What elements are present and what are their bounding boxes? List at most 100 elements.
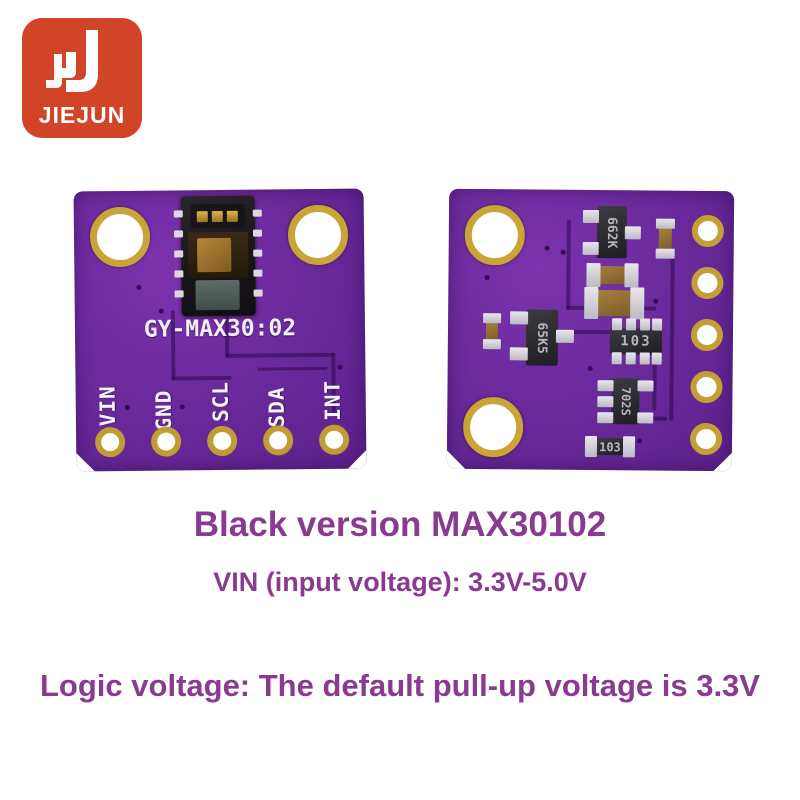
- brand-logo: JIEJUN: [22, 18, 142, 138]
- smd-terminal: [584, 435, 598, 458]
- mounting-hole: [462, 396, 524, 458]
- pin-label-sda: SDA: [264, 386, 290, 428]
- smd-terminal: [625, 318, 637, 331]
- pcb-via: [337, 364, 343, 370]
- caption-logic-voltage: Logic voltage: The default pull-up volta…: [40, 668, 760, 703]
- mounting-hole: [287, 204, 349, 266]
- led-die: [226, 210, 238, 222]
- component-65k5: 65K5: [525, 309, 559, 366]
- pin-label-int: INT: [320, 379, 345, 421]
- component-marking-65k5: 65K5: [534, 321, 550, 354]
- pcb-back-surface: 662K 65K5 103: [446, 189, 735, 472]
- smd-terminal: [482, 339, 501, 350]
- pcb-via: [637, 438, 643, 444]
- ic-lead: [173, 210, 183, 218]
- through-hole-pad-gnd: [691, 266, 724, 300]
- smd-terminal: [625, 352, 636, 365]
- smd-terminal: [624, 226, 641, 240]
- through-hole-pad-vin: [95, 427, 126, 458]
- ic-lead: [174, 250, 184, 258]
- photodetector-window: [195, 279, 240, 311]
- pin-label-vin: VIN: [95, 385, 121, 427]
- pcb-trace: [669, 250, 675, 421]
- smd-terminal: [655, 218, 675, 229]
- mounting-hole: [89, 206, 151, 268]
- pcb-trace: [257, 366, 328, 371]
- smd-terminal: [651, 318, 663, 331]
- component-chip-resistor-103: 103: [594, 438, 626, 456]
- through-hole-pad-int: [689, 422, 723, 456]
- component-resistor-array-103: 103: [609, 328, 663, 355]
- pcb-via: [124, 404, 130, 411]
- ic-lead: [252, 229, 263, 237]
- smd-terminal: [630, 287, 645, 320]
- component-marking-662k: 662K: [604, 216, 620, 248]
- smd-terminal: [510, 311, 529, 325]
- pcb-via: [653, 298, 659, 304]
- sensor-led-window: [190, 203, 245, 229]
- pcb-trace: [566, 219, 571, 310]
- brand-wordmark: JIEJUN: [38, 102, 126, 128]
- smd-terminal: [611, 318, 623, 331]
- smd-terminal: [639, 352, 650, 365]
- board-chamfer: [73, 453, 95, 472]
- pcb-front-surface: GY-MAX30:02 VIN GND SCL SDA INT: [73, 188, 367, 472]
- through-hole-pad-scl: [690, 318, 724, 352]
- pcb-via: [484, 275, 490, 281]
- smd-terminal: [639, 318, 651, 331]
- smd-terminal: [582, 209, 600, 224]
- smd-terminal: [597, 412, 614, 424]
- pcb-via: [136, 284, 142, 290]
- smd-terminal: [637, 380, 654, 392]
- through-hole-pad-gnd: [151, 426, 182, 457]
- ic-lead: [253, 289, 263, 297]
- caption-product-title: Black version MAX30102: [193, 505, 607, 544]
- smd-terminal: [622, 436, 636, 458]
- ic-lead: [174, 270, 184, 278]
- pcb-back-view: 662K 65K5 103: [446, 188, 735, 472]
- ic-lead: [252, 209, 262, 217]
- pcb-trace: [225, 352, 336, 358]
- ic-lead: [174, 290, 184, 298]
- ic-lead: [253, 269, 263, 277]
- mounting-hole: [464, 204, 526, 266]
- smd-terminal: [651, 352, 662, 365]
- component-marking-702s: 702S: [618, 386, 633, 416]
- chip-capacitor: [594, 290, 635, 317]
- pin-label-scl: SCL: [208, 380, 233, 423]
- pcb-front-view: GY-MAX30:02 VIN GND SCL SDA INT: [73, 188, 367, 472]
- led-die: [211, 210, 223, 223]
- pin-label-gnd: GND: [151, 389, 177, 431]
- smd-terminal: [637, 412, 654, 424]
- pcb-via: [179, 404, 185, 410]
- through-hole-pad-vin: [691, 214, 725, 248]
- sensor-die: [197, 237, 232, 273]
- smd-terminal: [655, 248, 675, 259]
- board-chamfer: [713, 452, 735, 472]
- smd-terminal: [509, 347, 528, 361]
- through-hole-pad-sda: [690, 370, 723, 404]
- board-chamfer: [348, 450, 367, 472]
- smd-terminal: [582, 241, 599, 256]
- chip-capacitor: [658, 226, 672, 251]
- pcb-trace: [171, 375, 232, 381]
- through-hole-pad-int: [318, 424, 350, 455]
- component-662k: 662K: [596, 206, 628, 259]
- jiejun-j-monogram-icon: [46, 30, 98, 92]
- through-hole-pad-sda: [263, 425, 294, 456]
- pcb-via: [587, 365, 593, 372]
- smd-terminal: [586, 262, 601, 288]
- pcb-via: [544, 245, 550, 251]
- pcb-via: [158, 308, 164, 314]
- through-hole-pad-scl: [207, 425, 238, 457]
- max30102-sensor-ic: [173, 195, 263, 317]
- smd-terminal: [584, 286, 599, 320]
- pcb-via: [560, 249, 566, 255]
- component-marking-103-array: 103: [620, 333, 652, 350]
- board-chamfer: [446, 450, 466, 472]
- silkscreen-part-number: GY-MAX30:02: [143, 315, 297, 343]
- component-702s: 702S: [611, 378, 640, 425]
- smd-terminal: [597, 380, 614, 392]
- ic-lead: [253, 249, 263, 257]
- ic-lead: [173, 230, 184, 238]
